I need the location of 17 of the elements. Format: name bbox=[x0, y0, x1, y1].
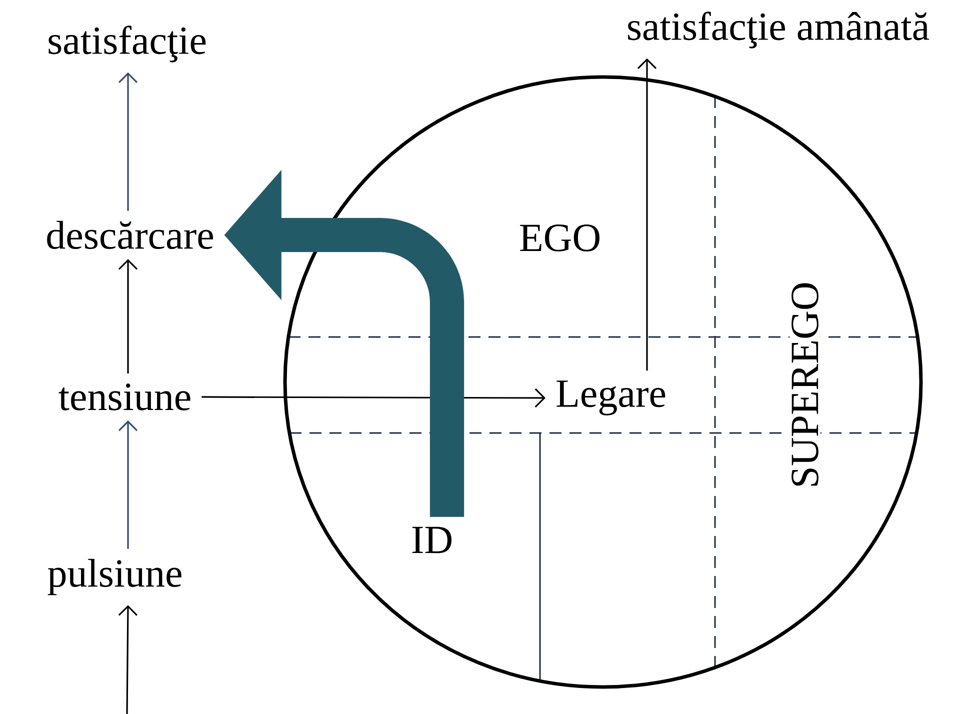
text-label: pulsiune bbox=[48, 558, 182, 596]
circle bbox=[283, 75, 923, 689]
text-label: Legare bbox=[556, 380, 666, 416]
arrow bbox=[637, 58, 657, 371]
text-label: satisfacţie amânată bbox=[628, 12, 930, 48]
text-label: descărcare bbox=[47, 220, 213, 250]
arrow bbox=[118, 72, 138, 211]
arrow bbox=[118, 605, 138, 714]
arrow bbox=[202, 388, 546, 408]
arrow bbox=[118, 420, 138, 549]
text-label: tensiune bbox=[58, 384, 190, 410]
text-label: ID bbox=[412, 526, 452, 554]
text-label: EGO bbox=[520, 224, 600, 252]
thick-arrow bbox=[224, 170, 464, 517]
text-label: satisfacţie bbox=[48, 26, 206, 62]
arrow bbox=[118, 259, 138, 374]
text-label: SUPEREGO bbox=[790, 270, 820, 500]
